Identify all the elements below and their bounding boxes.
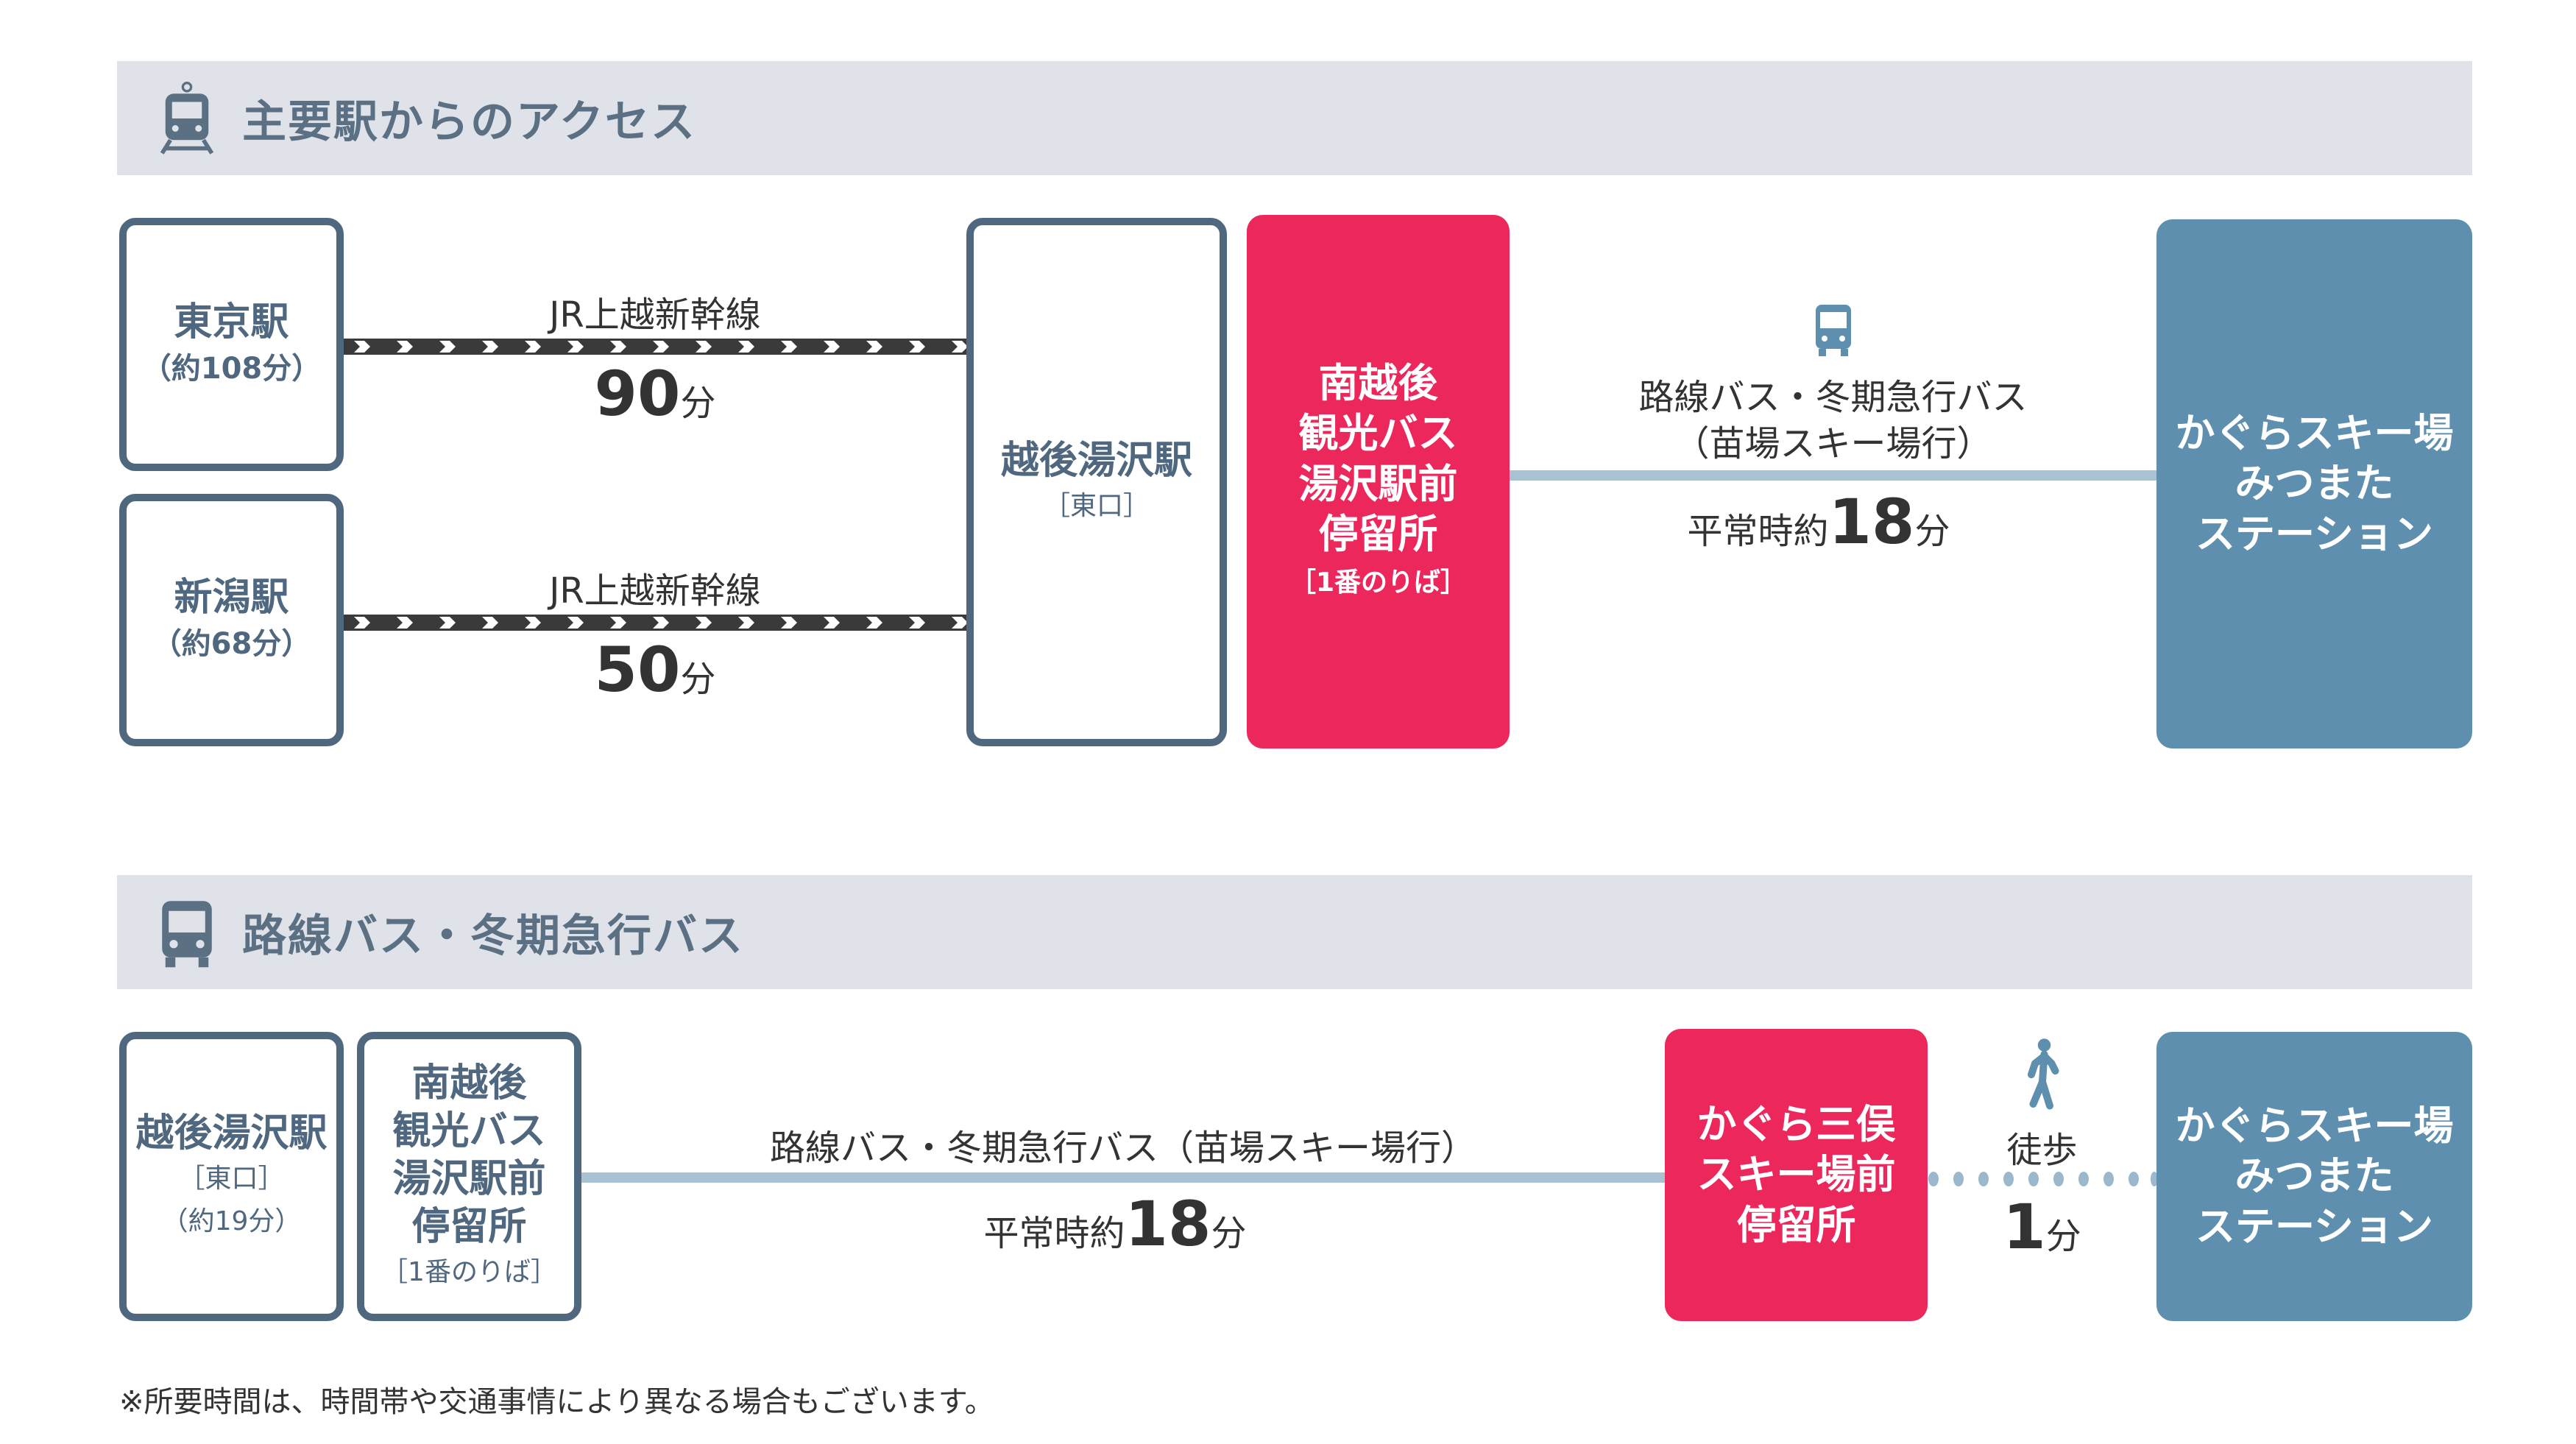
- total-time: （約19分）: [161, 1206, 302, 1236]
- stop-name-line: 停留所: [1318, 511, 1438, 558]
- unit: 分: [2045, 1216, 2081, 1257]
- bus-route-line: [1510, 470, 2156, 481]
- station-name: 越後湯沢駅: [135, 1111, 328, 1156]
- destination-box: かぐらスキー場 みつまた ステーション: [2156, 1032, 2472, 1321]
- bus-icon: [1816, 305, 1851, 356]
- stop-name-line: 観光バス: [1298, 410, 1458, 457]
- destination-name-line: ステーション: [2195, 510, 2433, 557]
- train-icon: [160, 81, 214, 155]
- minutes: 18: [1125, 1188, 1211, 1260]
- shinkansen-rail-line: [344, 339, 966, 355]
- stop-name-line: スキー場前: [1696, 1151, 1896, 1198]
- station-name: 新潟駅: [174, 576, 289, 620]
- station-name: 越後湯沢駅: [1000, 438, 1192, 483]
- bus-route-label: 路線バス・冬期急行バス（苗場スキー場行）: [769, 1128, 1476, 1169]
- stop-name-line: 停留所: [1736, 1201, 1856, 1248]
- total-time: （約108分）: [141, 351, 322, 386]
- destination-name-line: ステーション: [2195, 1203, 2433, 1250]
- echigo-yuzawa-station-box: 越後湯沢駅 ［東口］ （約19分）: [119, 1032, 344, 1321]
- bus-route-line: [581, 1172, 1665, 1183]
- unit: 分: [680, 659, 716, 700]
- unit: 分: [1914, 511, 1950, 552]
- footnote: ※所要時間は、時間帯や交通事情により異なる場合もございます。: [119, 1385, 994, 1419]
- total-time: （約68分）: [152, 627, 311, 661]
- minutes: 90: [594, 358, 681, 430]
- exit-label: ［東口］: [178, 1164, 285, 1195]
- platform-label: ［1番のりば］: [1289, 567, 1468, 598]
- minutes: 18: [1828, 486, 1915, 558]
- platform-label: ［1番のりば］: [381, 1256, 557, 1287]
- stop-name-line: 停留所: [411, 1204, 527, 1249]
- bus-time: 平常時約18分: [581, 1188, 1649, 1260]
- section-title: 路線バス・冬期急行バス: [242, 910, 744, 962]
- stop-name-line: かぐら三俣: [1696, 1100, 1896, 1147]
- stop-name-line: 南越後: [1318, 359, 1438, 406]
- rail1-time: 90分: [344, 358, 966, 430]
- bus-destination-label: （苗場スキー場行）: [1674, 423, 1992, 464]
- section-header-bus: 路線バス・冬期急行バス: [117, 875, 2472, 989]
- shinkansen-rail-line: [344, 615, 966, 631]
- destination-name-line: かぐらスキー場: [2175, 1102, 2454, 1149]
- unit: 分: [1211, 1213, 1247, 1254]
- bus-icon: [162, 900, 212, 967]
- walking-person-icon: [2028, 1038, 2059, 1110]
- stop-name-line: 湯沢駅前: [1298, 460, 1458, 507]
- section-header-main-access: 主要駅からのアクセス: [117, 61, 2472, 175]
- minutes: 50: [594, 634, 681, 706]
- stop-name-line: 南越後: [411, 1061, 527, 1105]
- walking-dotted-line: [1928, 1172, 2156, 1186]
- bus-time: 平常時約18分: [1510, 486, 2128, 558]
- unit: 分: [680, 383, 716, 424]
- time-prefix: 平常時約: [983, 1213, 1125, 1254]
- time-prefix: 平常時約: [1687, 511, 1829, 552]
- rail2-label: JR上越新幹線: [549, 570, 761, 612]
- walk-time: 1分: [1928, 1191, 2156, 1263]
- rail1-label: JR上越新幹線: [549, 294, 761, 336]
- stop-name-line: 湯沢駅前: [392, 1156, 546, 1201]
- tokyo-station-box: 東京駅 （約108分）: [119, 218, 344, 471]
- bus-stop-box: 南越後 観光バス 湯沢駅前 停留所 ［1番のりば］: [357, 1032, 581, 1321]
- bus-stop-box: 南越後 観光バス 湯沢駅前 停留所 ［1番のりば］: [1247, 215, 1510, 748]
- echigo-yuzawa-station-box: 越後湯沢駅 ［東口］: [966, 218, 1227, 746]
- niigata-station-box: 新潟駅 （約68分）: [119, 494, 344, 746]
- destination-name-line: みつまた: [2234, 1153, 2394, 1200]
- station-name: 東京駅: [174, 300, 289, 344]
- rail2-time: 50分: [344, 634, 966, 706]
- walk-label: 徒歩: [2006, 1130, 2078, 1171]
- section-title: 主要駅からのアクセス: [242, 96, 696, 148]
- stop-name-line: 観光バス: [392, 1108, 546, 1153]
- minutes: 1: [2003, 1191, 2046, 1263]
- kagura-mitsumata-stop-box: かぐら三俣 スキー場前 停留所: [1665, 1029, 1928, 1321]
- destination-name-line: かぐらスキー場: [2175, 409, 2454, 456]
- bus-route-label: 路線バス・冬期急行バス: [1638, 377, 2028, 418]
- destination-box: かぐらスキー場 みつまた ステーション: [2156, 219, 2472, 748]
- exit-label: ［東口］: [1043, 490, 1150, 521]
- destination-name-line: みつまた: [2234, 460, 2394, 507]
